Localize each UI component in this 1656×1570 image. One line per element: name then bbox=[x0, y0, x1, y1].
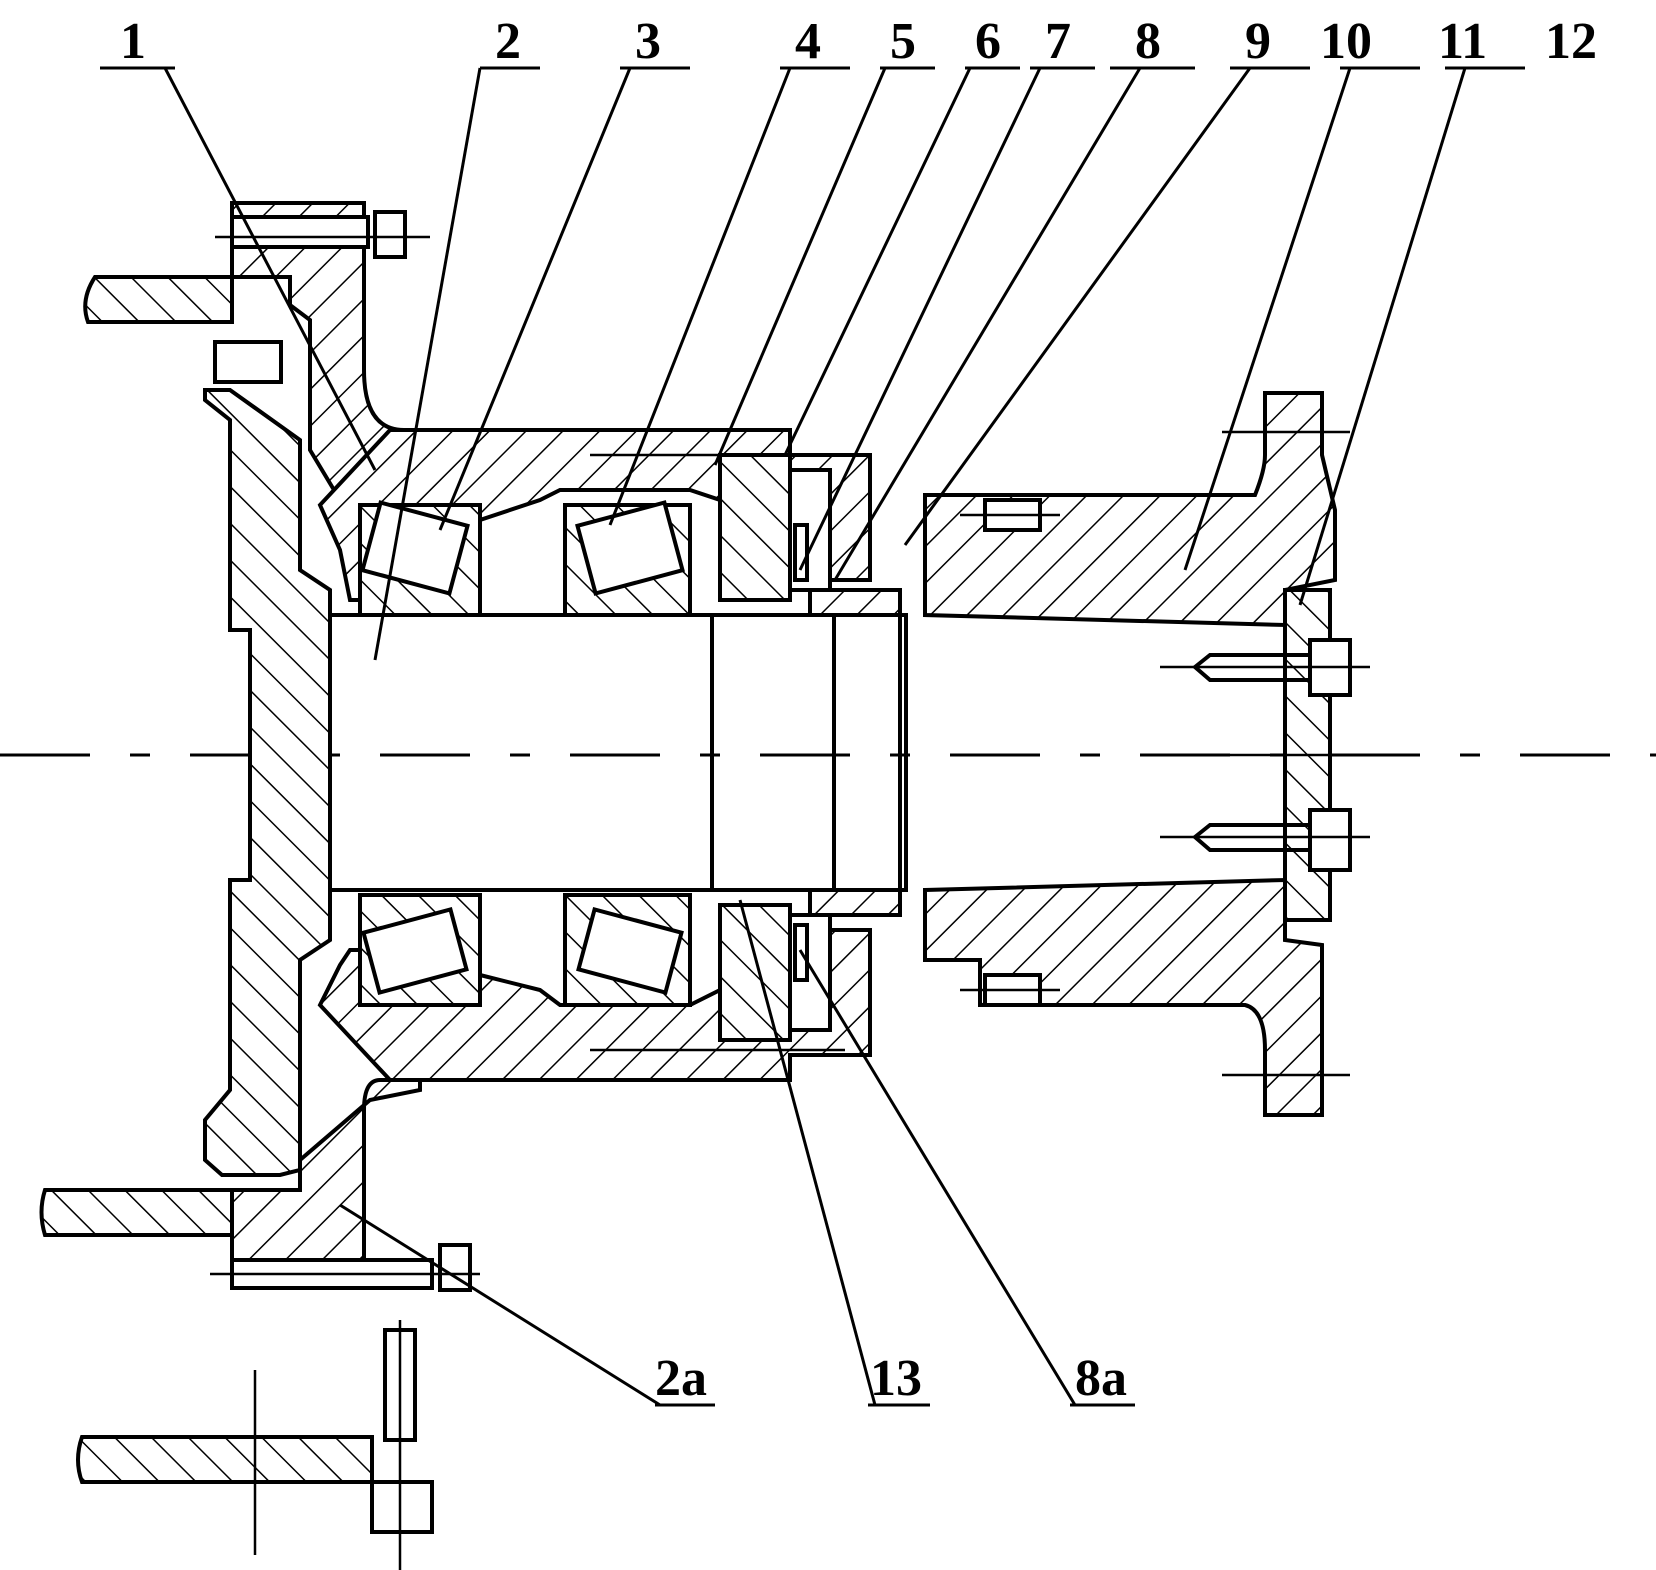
callout-13: 13 bbox=[870, 1350, 922, 1407]
callout-5: 5 bbox=[890, 13, 916, 70]
callout-4: 4 bbox=[795, 13, 821, 70]
callout-11: 11 bbox=[1438, 13, 1487, 70]
callout-2: 2 bbox=[495, 13, 521, 70]
callout-7: 7 bbox=[1045, 13, 1071, 70]
callout-2a: 2a bbox=[655, 1350, 707, 1407]
flange-bolts bbox=[372, 212, 1040, 1532]
callout-6: 6 bbox=[975, 13, 1001, 70]
callout-8: 8 bbox=[1135, 13, 1161, 70]
callout-3: 3 bbox=[635, 13, 661, 70]
callout-8a: 8a bbox=[1075, 1350, 1127, 1407]
hub-end-cap bbox=[205, 342, 330, 1175]
axle-spindle bbox=[330, 590, 906, 915]
callout-12: 12 bbox=[1545, 13, 1597, 70]
callout-1: 1 bbox=[120, 13, 146, 70]
callout-10: 10 bbox=[1320, 13, 1372, 70]
callout-9: 9 bbox=[1245, 13, 1271, 70]
